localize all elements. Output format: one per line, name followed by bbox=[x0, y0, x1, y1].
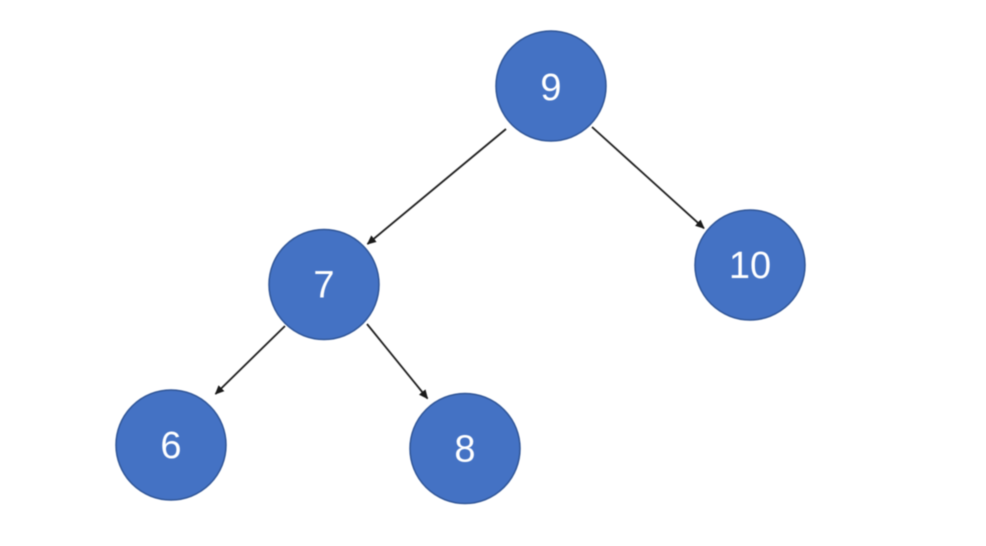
svg-text:10: 10 bbox=[729, 245, 771, 287]
svg-text:6: 6 bbox=[160, 425, 181, 467]
svg-text:9: 9 bbox=[540, 67, 561, 109]
svg-text:7: 7 bbox=[313, 265, 334, 307]
svg-text:8: 8 bbox=[454, 429, 475, 471]
